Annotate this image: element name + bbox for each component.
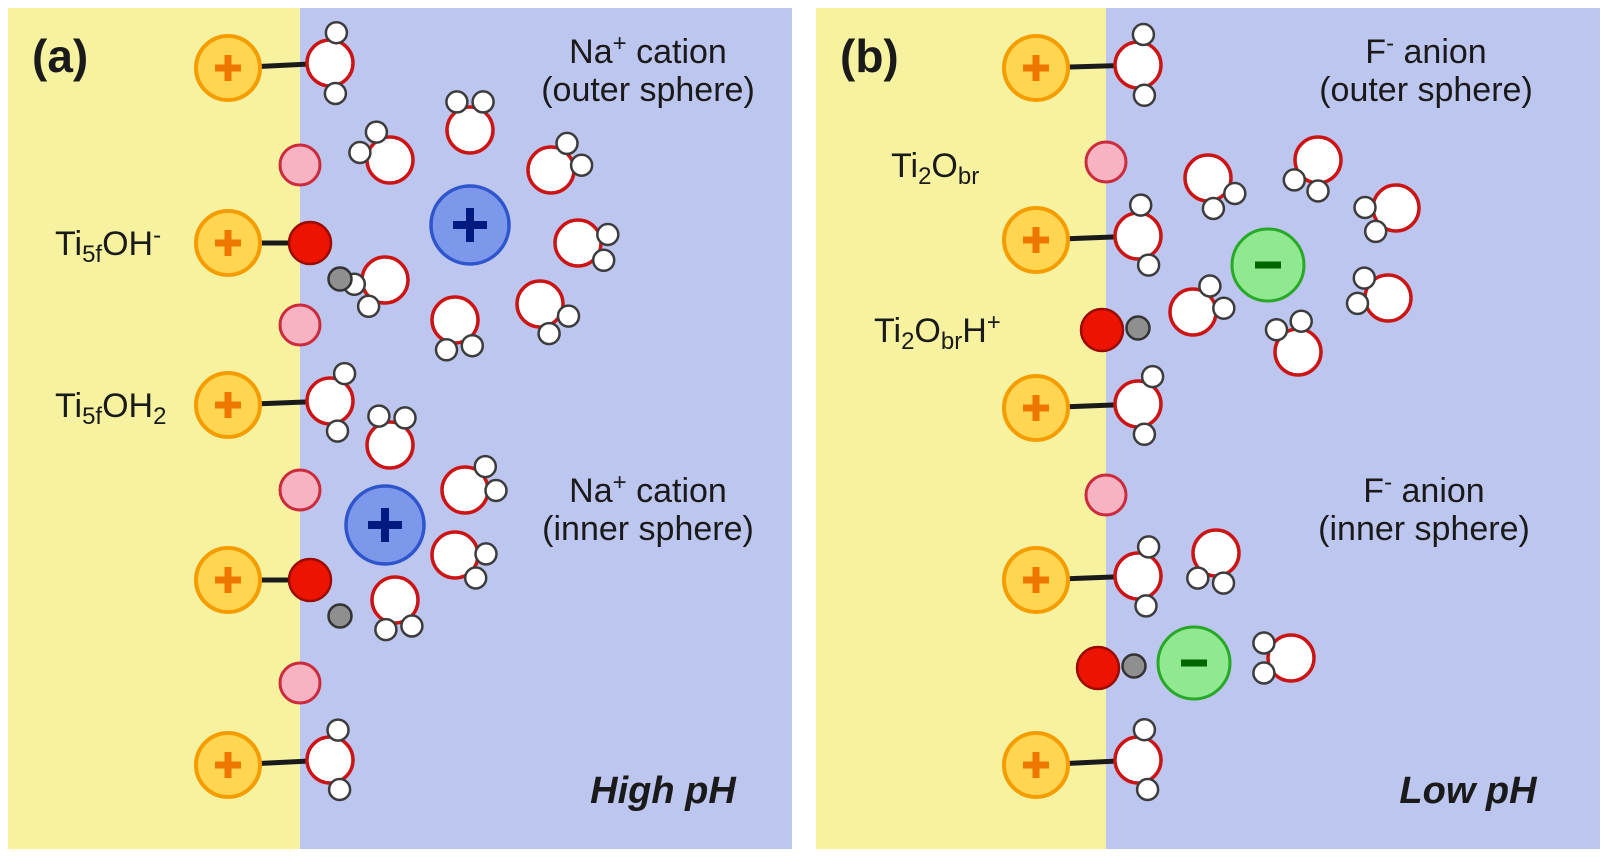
water-hydrogen — [1264, 317, 1289, 342]
water-hydrogen — [1306, 179, 1330, 203]
site-label-ti2obr: Ti2Obr — [891, 147, 979, 190]
water-hydrogen — [1363, 219, 1388, 244]
water-hydrogen — [1223, 181, 1247, 206]
water-hydrogen — [537, 321, 561, 346]
water-hydrogen — [1201, 196, 1226, 221]
terminal-oxygen — [1079, 307, 1125, 353]
panel-letter: (a) — [32, 30, 88, 82]
bridging-oxygen — [278, 143, 322, 187]
caption-outer-line1: Na+ cation — [569, 30, 727, 71]
water-hydrogen — [1289, 309, 1313, 333]
surface-hydrogen — [327, 266, 353, 292]
water-oxygen — [1113, 735, 1163, 785]
water-hydrogen — [1132, 422, 1157, 447]
water-hydrogen — [326, 718, 350, 742]
bridging-oxygen — [278, 661, 322, 705]
water-hydrogen — [325, 419, 350, 443]
bridging-oxygen — [1084, 140, 1128, 184]
water-hydrogen — [374, 617, 398, 642]
water-oxygen — [1266, 633, 1316, 683]
terminal-oxygen — [287, 557, 333, 603]
water-hydrogen — [324, 20, 349, 45]
ph-label: High pH — [590, 770, 737, 812]
terminal-oxygen — [287, 220, 333, 266]
water-hydrogen — [1353, 195, 1377, 220]
water-hydrogen — [1134, 594, 1158, 618]
water-hydrogen — [1136, 253, 1161, 277]
water-oxygen — [445, 105, 495, 155]
water-hydrogen — [473, 454, 498, 479]
water-hydrogen — [367, 404, 391, 428]
ph-label: Low pH — [1399, 770, 1538, 812]
water-hydrogen — [1186, 566, 1210, 590]
water-hydrogen — [1252, 631, 1276, 655]
water-hydrogen — [484, 478, 508, 503]
water-hydrogen — [364, 120, 389, 144]
water-hydrogen — [400, 614, 424, 638]
caption-outer-line2: (outer sphere) — [541, 71, 755, 109]
water-hydrogen — [1198, 274, 1222, 298]
site-label-ti5foh: Ti5fOH- — [55, 222, 161, 268]
water-hydrogen — [1211, 571, 1236, 595]
water-hydrogen — [1135, 777, 1160, 802]
water-oxygen — [1113, 40, 1163, 90]
surface-hydrogen — [1125, 315, 1151, 341]
water-hydrogen — [556, 304, 581, 328]
caption-inner-line2: (inner sphere) — [542, 510, 754, 548]
water-hydrogen — [1140, 364, 1165, 389]
water-hydrogen — [1128, 193, 1153, 217]
water-hydrogen — [591, 248, 616, 273]
water-oxygen — [365, 135, 415, 185]
water-hydrogen — [332, 361, 357, 386]
water-hydrogen — [1252, 661, 1276, 685]
terminal-oxygen — [1075, 645, 1121, 691]
caption-outer-line1: F- anion — [1365, 30, 1486, 71]
bridging-oxygen — [278, 303, 322, 347]
water-oxygen — [1113, 551, 1163, 601]
water-hydrogen — [569, 153, 594, 177]
water-hydrogen — [348, 140, 372, 165]
water-hydrogen — [474, 542, 498, 566]
water-hydrogen — [445, 90, 469, 114]
water-hydrogen — [327, 777, 352, 802]
water-hydrogen — [323, 81, 348, 106]
site-label-ti5foh2: Ti5fOH2 — [55, 387, 166, 430]
water-hydrogen — [1282, 168, 1307, 192]
caption-inner-line1: Na+ cation — [569, 469, 727, 510]
water-oxygen — [515, 279, 565, 329]
water-hydrogen — [460, 333, 485, 358]
water-hydrogen — [1136, 535, 1161, 559]
water-hydrogen — [1132, 717, 1157, 742]
bridging-oxygen — [278, 468, 322, 512]
surface-hydrogen — [1121, 653, 1147, 679]
panel-letter: (b) — [840, 30, 899, 82]
water-hydrogen — [1212, 296, 1236, 320]
water-oxygen — [1113, 211, 1163, 261]
water-hydrogen — [555, 131, 579, 156]
water-hydrogen — [356, 294, 381, 319]
surface-hydrogen — [327, 603, 353, 629]
site-label-ti2obrh: Ti2ObrH+ — [874, 309, 1001, 355]
caption-outer-line2: (outer sphere) — [1319, 71, 1533, 109]
water-hydrogen — [1131, 22, 1156, 47]
caption-inner-line1: F- anion — [1363, 469, 1484, 510]
water-hydrogen — [434, 338, 459, 362]
caption-inner-line2: (inner sphere) — [1318, 510, 1530, 548]
water-hydrogen — [393, 406, 417, 430]
water-oxygen — [305, 735, 355, 785]
water-hydrogen — [1352, 266, 1377, 290]
water-hydrogen — [1345, 291, 1370, 316]
water-hydrogen — [463, 566, 488, 590]
water-hydrogen — [596, 222, 620, 247]
solution-region — [1106, 8, 1600, 849]
water-oxygen — [365, 420, 415, 470]
bridging-oxygen — [1084, 473, 1128, 517]
water-hydrogen — [1132, 83, 1157, 108]
water-hydrogen — [471, 90, 495, 114]
water-oxygen — [305, 38, 355, 88]
